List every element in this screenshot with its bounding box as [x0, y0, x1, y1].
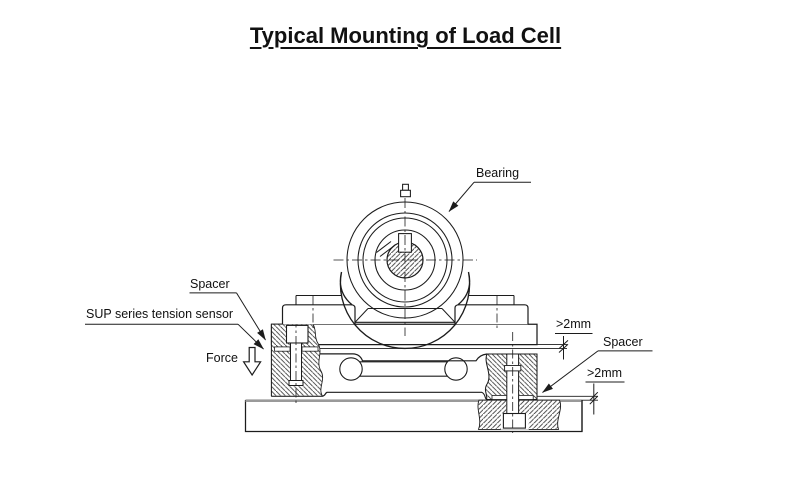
sensor-leader: [237, 323, 264, 350]
boss-centerlines: [312, 296, 498, 330]
leader-lines: [85, 181, 653, 393]
label-gap-upper: >2mm: [556, 317, 592, 331]
force-arrow-icon: [242, 346, 262, 377]
base-plate: [244, 399, 583, 433]
label-gap-lower: >2mm: [587, 366, 623, 380]
label-force: Force: [206, 351, 238, 365]
spacer-section-right: [484, 332, 538, 433]
bearing-housing: [333, 183, 477, 350]
label-spacer-lower: Spacer: [603, 335, 643, 349]
label-bearing: Bearing: [476, 166, 520, 180]
page-title: Typical Mounting of Load Cell: [0, 23, 811, 49]
locking-pin: [376, 241, 395, 257]
page-title-text: Typical Mounting of Load Cell: [249, 23, 562, 48]
spacer-upper-leader: [236, 292, 266, 341]
label-spacer-upper: Spacer: [190, 277, 230, 291]
load-cell-cutout: [339, 357, 468, 381]
spacer-lower-leader: [542, 350, 599, 393]
label-sensor: SUP series tension sensor: [86, 307, 234, 321]
bearing-base: [281, 294, 529, 330]
bearing-leader: [448, 181, 475, 212]
centerlines: [333, 198, 477, 336]
spacer-section-left: [271, 318, 324, 403]
grease-fitting: [400, 183, 411, 198]
dimension-marks: [537, 333, 625, 432]
